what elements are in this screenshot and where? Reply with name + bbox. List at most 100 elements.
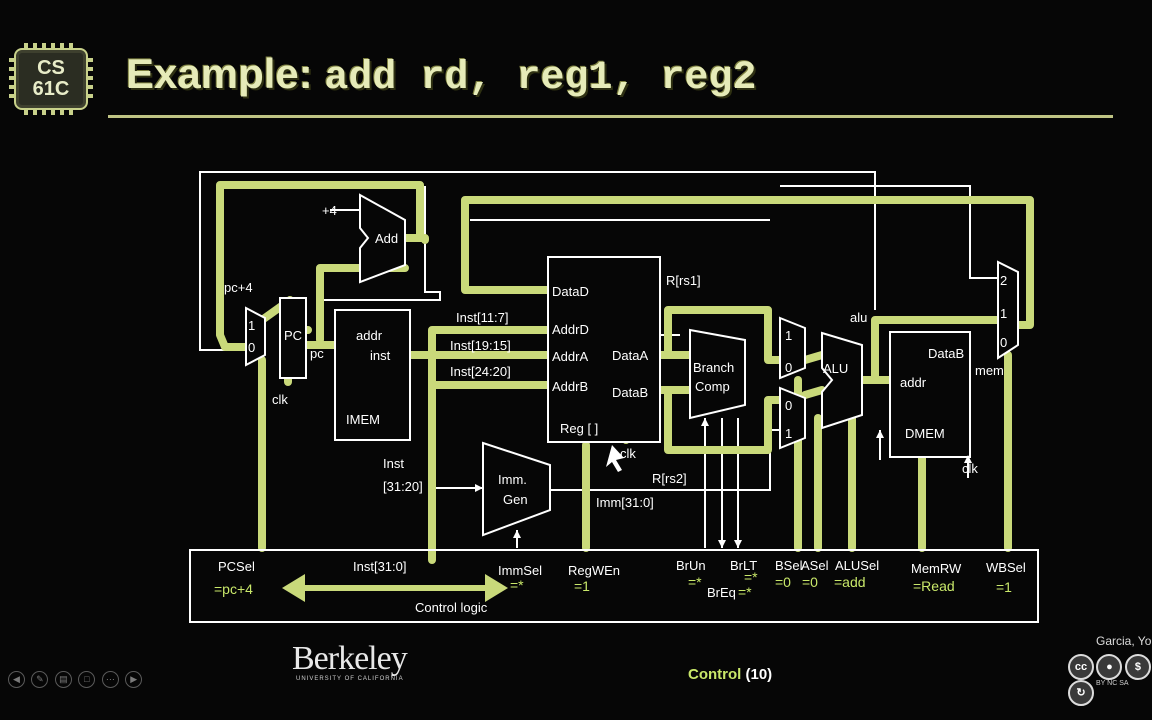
dmem-name-label: DMEM: [905, 426, 945, 441]
a-mux-bot: 0: [785, 360, 792, 375]
reg-addrb-label: AddrB: [552, 379, 588, 394]
reg-clk-label: clk: [620, 446, 636, 461]
title-prefix: Example:: [126, 50, 325, 97]
dmem-addr-label: addr: [900, 375, 927, 390]
immgen-line1: Imm.: [498, 472, 527, 487]
cc-labels: BY NC SA: [1096, 680, 1129, 687]
wb-mux-in0: 0: [1000, 335, 1007, 350]
control-inst-label: Inst[31:0]: [353, 559, 406, 574]
pc-mux-in1: 1: [248, 318, 255, 333]
branch-line1: Branch: [693, 360, 734, 375]
pc-reg-label: PC: [284, 328, 302, 343]
alu-out-label: alu: [850, 310, 867, 325]
reg-datab-label: DataB: [612, 385, 648, 400]
captions-icon[interactable]: ▤: [54, 671, 72, 689]
alu-name-label: ALU: [823, 361, 848, 376]
control-signals: PCSel =pc+4 Inst[31:0] Control logic Imm…: [214, 558, 1026, 615]
signal-name: BrUn: [676, 558, 706, 573]
pc-plus4-label: pc+4: [224, 280, 253, 295]
next-icon[interactable]: ▶: [125, 671, 143, 689]
wb-mux-in2: 2: [1000, 273, 1007, 288]
add-label: Add: [375, 231, 398, 246]
signal-value: =*: [738, 584, 752, 600]
arrowheads: [475, 418, 972, 548]
immgen-line2: Gen: [503, 492, 528, 507]
pc-mux-shape: [245, 306, 266, 367]
by-icon: ●: [1096, 654, 1123, 680]
a-mux-shape: [779, 316, 806, 380]
slide-title: Example: add rd, reg1, reg2: [126, 50, 757, 110]
control-logic-label: Control logic: [415, 600, 488, 615]
alu-shape: [821, 331, 863, 430]
immgen-shape: [482, 441, 551, 537]
signal-value: =pc+4: [214, 581, 253, 597]
title-code: add rd, reg1, reg2: [324, 56, 757, 101]
reg-addrd-label: AddrD: [552, 322, 589, 337]
title-divider: [108, 115, 1113, 118]
pc-clk-label: clk: [272, 392, 288, 407]
footer-section-title: Control: [688, 666, 742, 683]
signal-value: =*: [744, 569, 758, 585]
signal-value: =*: [510, 577, 524, 593]
b-mux-bot: 1: [785, 426, 792, 441]
footer-author: Garcia, Yo: [1096, 634, 1152, 648]
sa-icon: ↻: [1068, 680, 1094, 706]
imem-addr-label: addr: [356, 328, 383, 343]
signal-name: WBSel: [986, 560, 1026, 575]
signal-value: =*: [688, 574, 702, 590]
inst-double-arrow: [282, 574, 508, 602]
inst-rs2-label: Inst[24:20]: [450, 364, 511, 379]
a-mux-top: 1: [785, 328, 792, 343]
screen-icon[interactable]: □: [78, 671, 96, 689]
signal-name: RegWEn: [568, 563, 620, 578]
pc-mux-in0: 0: [248, 340, 255, 355]
inst-imm-hdr2: [31:20]: [383, 479, 423, 494]
player-controls: ◀ ✎ ▤ □ ⋯ ▶: [8, 671, 144, 689]
berkeley-wordmark: Berkeley: [292, 640, 408, 677]
dmem-datab-label: DataB: [928, 346, 964, 361]
pc-register-shape: [279, 297, 307, 379]
thin-wires: [199, 171, 1000, 548]
control-logic-box: [189, 549, 1039, 623]
inst-rs1-label: Inst[19:15]: [450, 338, 511, 353]
component-labels: +4 Add pc+4 1 0 PC pc clk addr inst IMEM…: [224, 203, 1007, 510]
b-mux-shape: [779, 386, 806, 450]
imem-shape: [334, 309, 411, 441]
wb-mux-shape: [997, 260, 1019, 360]
imm-out-label: Imm[31:0]: [596, 495, 654, 510]
r-rs2-label: R[rs2]: [652, 471, 687, 486]
branch-line2: Comp: [695, 379, 730, 394]
imem-inst-label: inst: [370, 348, 391, 363]
berkeley-subtitle: UNIVERSITY OF CALIFORNIA: [296, 676, 404, 682]
pencil-icon[interactable]: ✎: [31, 671, 49, 689]
inst-rd-label: Inst[11:7]: [456, 310, 509, 325]
more-icon[interactable]: ⋯: [101, 671, 119, 689]
signal-value: =Read: [913, 578, 955, 594]
reg-dataa-label: DataA: [612, 348, 648, 363]
prev-icon[interactable]: ◀: [8, 671, 25, 689]
cc-icon: cc: [1068, 654, 1094, 680]
signal-name: MemRW: [911, 561, 962, 576]
r-rs1-label: R[rs1]: [666, 273, 701, 288]
b-mux-top: 0: [785, 398, 792, 413]
pc-adder-shape: [359, 193, 406, 284]
signal-value: =1: [574, 578, 590, 594]
signal-name: ASel: [801, 558, 829, 573]
nc-icon: $: [1124, 654, 1151, 680]
footer-page-number: (10): [745, 666, 773, 683]
reg-addra-label: AddrA: [552, 349, 588, 364]
signal-name: ALUSel: [835, 558, 879, 573]
dmem-clk-label: clk: [962, 461, 978, 476]
logo-line1: CS: [37, 57, 65, 79]
reg-datad-label: DataD: [552, 284, 589, 299]
signal-name: BrEq: [707, 585, 736, 600]
logo-line2: 61C: [32, 78, 70, 100]
signal-name: BrLT: [730, 558, 757, 573]
signal-name: PCSel: [218, 559, 255, 574]
pc-out-label: pc: [310, 346, 324, 361]
footer-section: Control (10): [688, 666, 772, 683]
regfile-shape: [547, 256, 661, 443]
reg-name-label: Reg [ ]: [560, 421, 598, 436]
imem-name-label: IMEM: [346, 412, 380, 427]
